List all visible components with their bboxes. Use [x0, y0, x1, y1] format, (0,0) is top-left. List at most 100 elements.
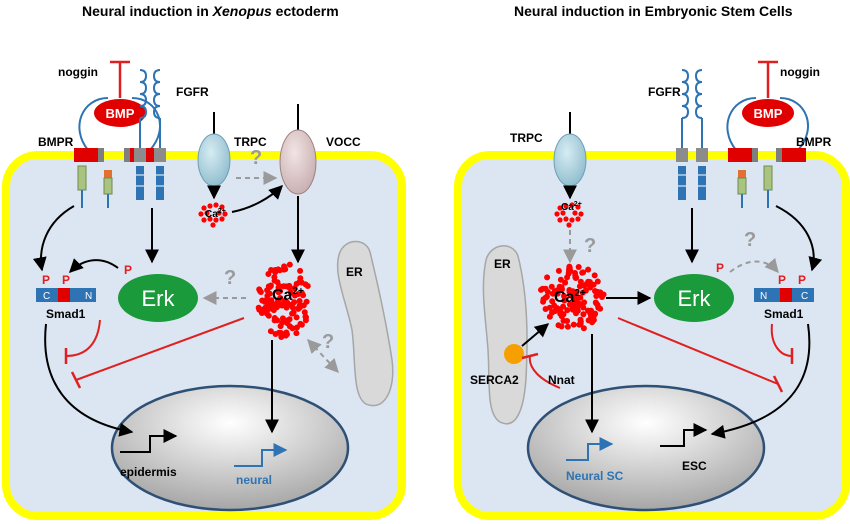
- right-question-ca: ?: [584, 235, 596, 257]
- right-smad1-p1: P: [778, 273, 786, 287]
- calcium-dot: [592, 310, 599, 317]
- calcium-dot: [270, 307, 277, 314]
- left-bmpr-extracellular: [78, 97, 161, 151]
- calcium-dot: [542, 294, 549, 301]
- right-bmpr-tm2: [782, 148, 806, 162]
- left-ca-large-cluster: [255, 261, 311, 340]
- calcium-dot: [590, 281, 597, 288]
- calcium-dot: [283, 329, 290, 336]
- calcium-dot: [555, 267, 562, 274]
- right-fgfr-label: FGFR: [648, 85, 681, 99]
- left-smad1: [36, 288, 96, 302]
- right-serca2-pump: [504, 344, 524, 364]
- calcium-dot: [592, 299, 599, 306]
- right-er-label: ER: [494, 257, 511, 271]
- right-ca-small-cluster: [554, 202, 584, 228]
- left-erk-phospho: P: [124, 263, 132, 277]
- right-question-erk: ?: [744, 229, 756, 251]
- left-epidermis-label: epidermis: [120, 465, 177, 479]
- calcium-dot: [576, 283, 583, 290]
- calcium-dot: [265, 312, 272, 319]
- left-bmpr-tm1: [74, 148, 98, 162]
- calcium-dot: [279, 319, 286, 326]
- right-nucleus: [526, 384, 766, 512]
- right-bmpr-smad1-arrow: [775, 205, 823, 272]
- left-smad1-p2: P: [62, 273, 70, 287]
- calcium-dot: [276, 283, 283, 289]
- calcium-dot: [570, 294, 577, 301]
- calcium-dot: [293, 314, 300, 321]
- left-erk: [118, 274, 198, 322]
- calcium-dot: [581, 299, 588, 306]
- calcium-dot: [281, 263, 288, 270]
- right-erk-phospho: P: [716, 261, 724, 275]
- right-bmpr-kinase2: [763, 165, 773, 191]
- left-question-erk: ?: [224, 267, 236, 289]
- left-question-er: ?: [322, 331, 334, 353]
- calcium-dot: [591, 272, 598, 279]
- right-erk-inhibit-smad1: [770, 323, 793, 357]
- calcium-dot: [549, 290, 556, 297]
- calcium-dot: [259, 297, 266, 304]
- calcium-dot: [580, 304, 587, 311]
- right-ca-large-cluster: [538, 263, 607, 332]
- calcium-dot: [298, 321, 305, 328]
- calcium-dot: [580, 325, 587, 332]
- calcium-dot: [580, 311, 587, 318]
- calcium-dot: [286, 282, 293, 289]
- left-er: [336, 240, 394, 407]
- calcium-dot: [275, 289, 282, 296]
- left-vocc-label: VOCC: [326, 135, 361, 149]
- right-er: [482, 245, 528, 425]
- calcium-dot: [572, 275, 579, 281]
- calcium-dot: [255, 304, 262, 311]
- right-smad1: [754, 288, 814, 302]
- calcium-dot: [267, 283, 274, 290]
- calcium-dot: [276, 267, 283, 274]
- left-ca-large-label: Ca2+: [272, 286, 304, 304]
- right-nnat-label: Nnat: [548, 373, 575, 387]
- left-epidermis-gene: [120, 429, 178, 453]
- left-ca-to-vocc-arrow: [231, 185, 283, 213]
- calcium-dot: [256, 286, 263, 293]
- left-vocc-channel: [279, 129, 317, 195]
- calcium-dot: [575, 264, 582, 270]
- right-bmpr-extracellular: [726, 97, 809, 151]
- calcium-dot: [293, 330, 300, 337]
- left-question-trpc-vocc: ?: [250, 147, 262, 169]
- right-serca2-label: SERCA2: [470, 373, 519, 387]
- calcium-dot: [570, 321, 577, 328]
- calcium-dot: [594, 278, 601, 285]
- right-ca-inhibit-smad: [617, 317, 779, 385]
- calcium-dot: [546, 304, 553, 311]
- calcium-dot: [267, 328, 274, 335]
- right-smad1-c: C: [801, 291, 808, 302]
- calcium-dot: [544, 274, 551, 281]
- right-neural-sc-label: Neural SC: [566, 469, 624, 483]
- left-neural-gene: [234, 443, 288, 467]
- calcium-dot: [585, 266, 592, 273]
- right-erk: [654, 274, 734, 322]
- left-ca-inhibit-smad: [75, 317, 245, 381]
- calcium-dot: [262, 304, 269, 311]
- right-nnat-inhibit-serca2: [528, 355, 561, 389]
- left-er-label: ER: [346, 265, 363, 279]
- calcium-dot: [286, 316, 293, 323]
- calcium-dot: [561, 293, 567, 299]
- right-esc-gene: [660, 423, 708, 447]
- right-neural-sc-gene: [566, 437, 614, 461]
- calcium-dot: [296, 279, 303, 286]
- left-ca-small-label: Ca2+: [205, 208, 226, 220]
- calcium-dot: [278, 334, 285, 340]
- calcium-dot: [579, 269, 586, 276]
- left-title: Neural induction in Xenopus ectoderm: [82, 3, 339, 19]
- right-esc-label: ESC: [682, 459, 707, 473]
- calcium-dot: [581, 282, 588, 289]
- right-bmp-label: BMP: [754, 106, 783, 121]
- right-trpc-channel: [553, 133, 587, 187]
- right-smad1-n: N: [760, 291, 767, 302]
- right-erk-smad1-arrow: [729, 257, 779, 274]
- right-smad1-label: Smad1: [764, 307, 804, 321]
- calcium-dot: [297, 267, 304, 274]
